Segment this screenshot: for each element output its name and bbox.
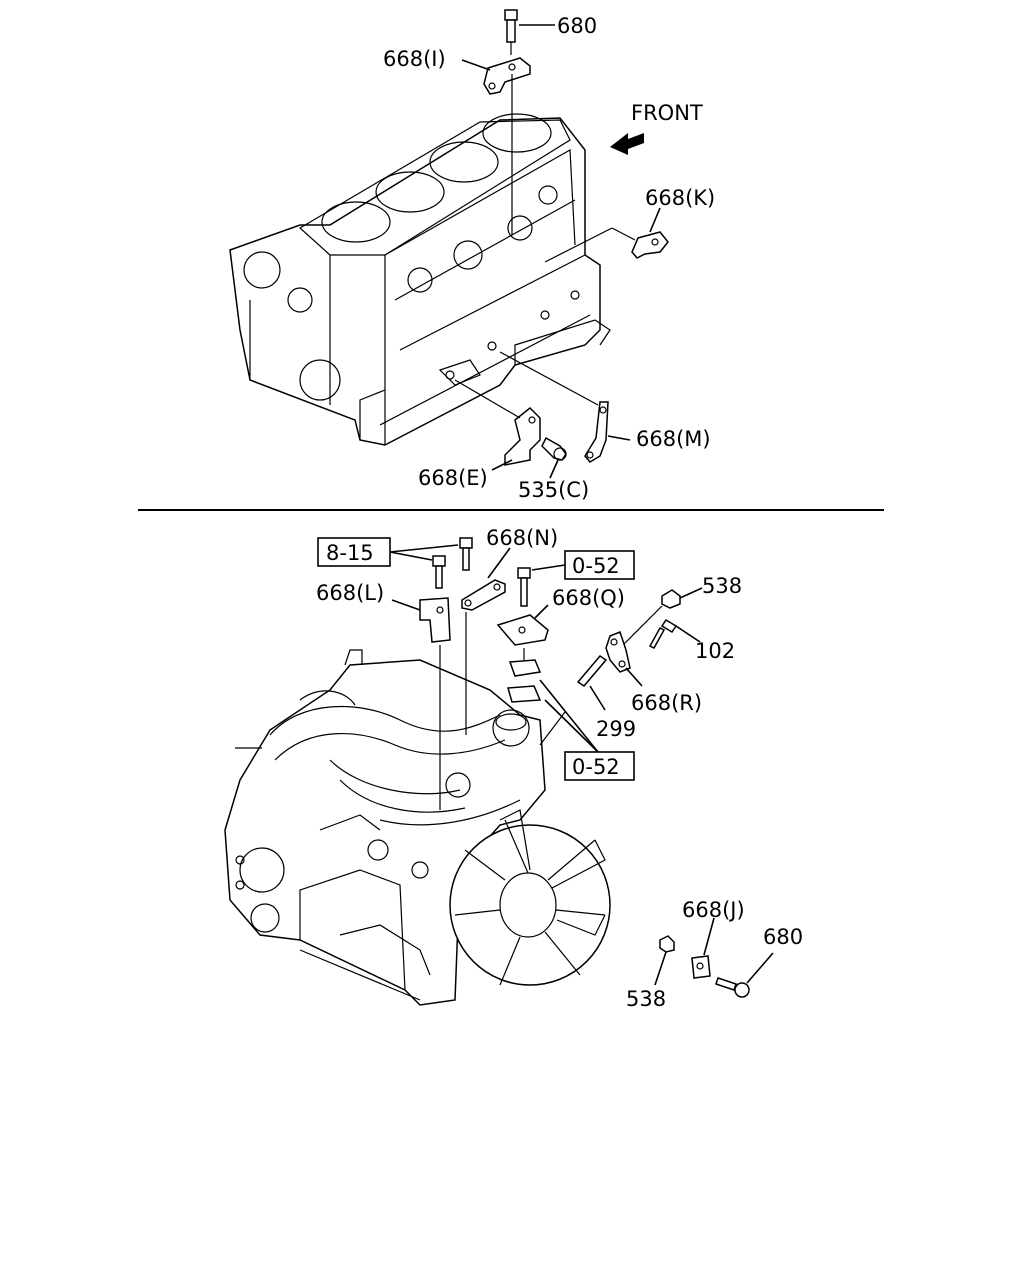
label-538-upper: 538 xyxy=(702,574,742,598)
label-0-52-lower: 0-52 xyxy=(572,755,620,779)
label-668-k: 668(K) xyxy=(645,186,715,210)
front-label: FRONT xyxy=(631,101,703,125)
label-535-c: 535(C) xyxy=(518,478,589,502)
label-680-top: 680 xyxy=(557,14,597,38)
engine-assembly-illustration xyxy=(224,649,546,1006)
bolts-8-15 xyxy=(432,537,473,589)
label-668-n: 668(N) xyxy=(486,526,558,550)
label-538-lower: 538 xyxy=(626,987,666,1011)
label-668-q: 668(Q) xyxy=(552,586,625,610)
ref-box-8-15 xyxy=(317,537,459,567)
label-668-e: 668(E) xyxy=(418,466,488,490)
bolt-0-52-upper xyxy=(517,567,531,607)
stud-299 xyxy=(576,655,608,711)
front-direction-indicator: FRONT xyxy=(610,101,703,155)
cooling-fan xyxy=(449,809,611,986)
front-arrow-icon xyxy=(610,133,644,155)
bracket-668-e xyxy=(454,379,541,471)
bracket-668-m xyxy=(499,351,631,463)
bolt-102 xyxy=(648,618,701,649)
label-668-m: 668(M) xyxy=(636,427,711,451)
label-299: 299 xyxy=(596,717,636,741)
clip-blocks xyxy=(507,648,542,703)
bracket-668-i xyxy=(461,57,531,235)
cylinder-block-illustration xyxy=(229,113,611,446)
bracket-668-n xyxy=(461,547,511,735)
bracket-668-k xyxy=(544,207,669,263)
label-8-15: 8-15 xyxy=(326,541,374,565)
bolt-680-bottom xyxy=(715,952,774,998)
bracket-668-j xyxy=(691,917,715,979)
label-668-i: 668(I) xyxy=(383,47,446,71)
bracket-668-q xyxy=(496,604,549,646)
bolt-535-c xyxy=(541,436,567,479)
label-0-52-upper: 0-52 xyxy=(572,554,620,578)
nut-538-lower xyxy=(654,935,675,986)
label-668-l: 668(L) xyxy=(316,581,384,605)
ref-box-0-52-lower xyxy=(539,679,635,781)
nut-538-upper xyxy=(619,587,703,649)
label-668-j: 668(J) xyxy=(682,898,745,922)
bracket-668-r xyxy=(605,631,643,687)
label-680-bottom: 680 xyxy=(763,925,803,949)
bracket-668-l xyxy=(391,597,451,810)
bolt-680-top xyxy=(504,9,555,55)
ref-box-0-52-upper xyxy=(531,550,635,580)
label-102: 102 xyxy=(695,639,735,663)
label-668-r: 668(R) xyxy=(631,691,702,715)
